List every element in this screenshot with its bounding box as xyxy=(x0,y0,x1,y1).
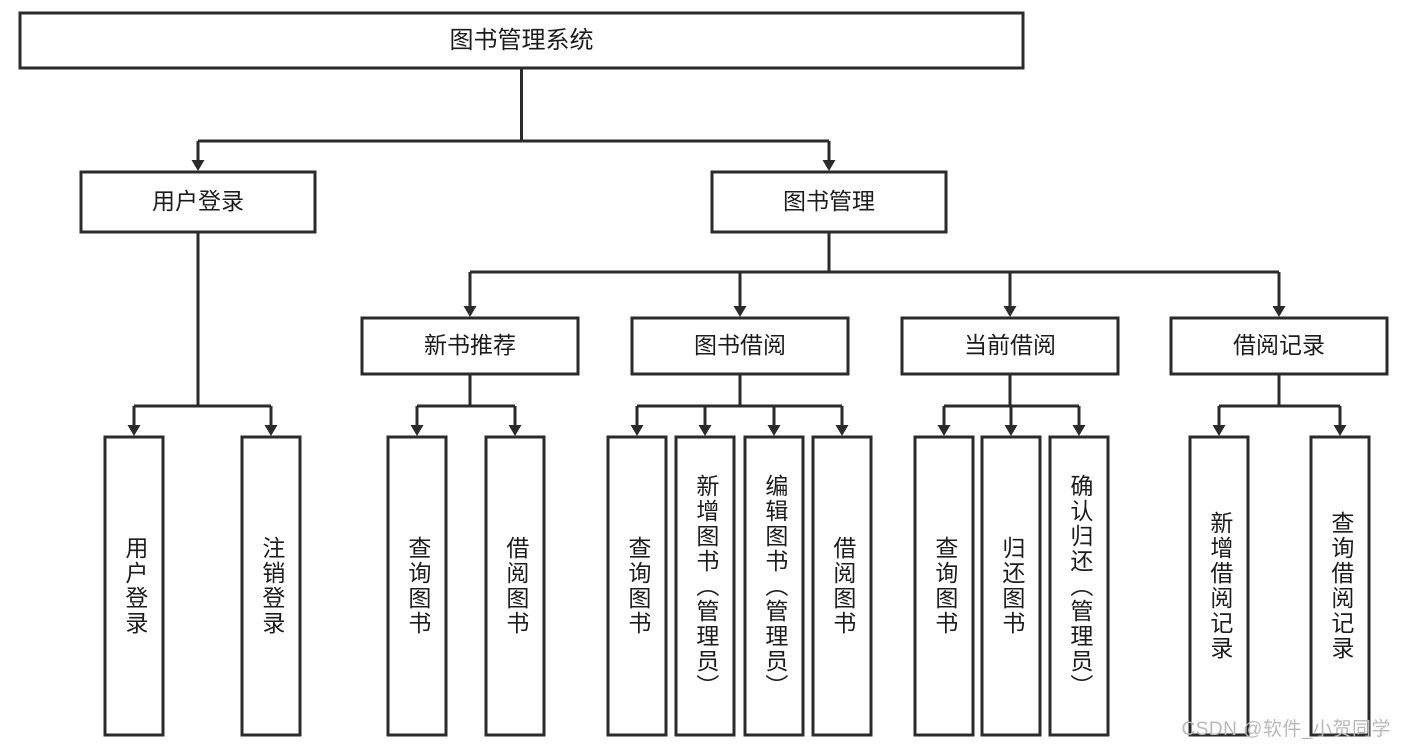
watermark: CSDN @软件_小贺同学 xyxy=(1181,719,1391,740)
node-box[interactable] xyxy=(484,435,546,737)
node-box[interactable] xyxy=(386,435,448,737)
node-box[interactable] xyxy=(240,435,302,737)
node-box[interactable] xyxy=(1309,435,1371,737)
node-box[interactable] xyxy=(811,435,873,737)
node-box[interactable] xyxy=(360,316,580,376)
node-box[interactable] xyxy=(79,170,317,234)
node-label: 新书推荐 xyxy=(424,332,516,358)
node-box[interactable] xyxy=(980,435,1042,737)
node-label: 图书管理系统 xyxy=(450,27,594,54)
node-box[interactable] xyxy=(1188,435,1250,737)
node-box[interactable] xyxy=(1169,316,1389,376)
node-box[interactable] xyxy=(606,435,668,737)
node-box[interactable] xyxy=(900,316,1120,376)
node-label: 当前借阅 xyxy=(964,332,1056,358)
node-box[interactable] xyxy=(103,435,165,737)
node-box[interactable] xyxy=(18,11,1025,70)
node-label: 借阅记录 xyxy=(1233,332,1325,358)
node-label: 图书管理 xyxy=(783,188,875,214)
node-box[interactable] xyxy=(913,435,975,737)
node-label: 图书借阅 xyxy=(694,332,786,358)
node-box[interactable] xyxy=(743,435,805,737)
node-box[interactable] xyxy=(1048,435,1110,737)
boxes-layer xyxy=(18,11,1389,737)
edges-layer xyxy=(127,68,1347,436)
node-box[interactable] xyxy=(674,435,736,737)
node-box[interactable] xyxy=(710,170,948,234)
node-box[interactable] xyxy=(630,316,850,376)
node-label: 用户登录 xyxy=(152,188,244,214)
